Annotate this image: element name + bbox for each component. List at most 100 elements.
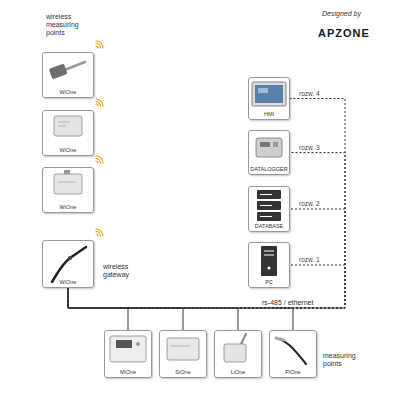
drive-bay bbox=[264, 255, 274, 256]
housing-detail bbox=[58, 182, 76, 183]
link-label: rozw. 4 bbox=[299, 90, 320, 97]
gateway-antenna bbox=[52, 247, 86, 282]
panel-frame bbox=[252, 82, 286, 106]
rack-unit bbox=[257, 190, 281, 199]
screen-widget bbox=[258, 88, 268, 93]
probe-housing bbox=[49, 64, 68, 80]
pc-tower bbox=[261, 246, 277, 276]
wifi-arc bbox=[96, 46, 98, 48]
device-box: PiOne bbox=[269, 330, 317, 378]
logger-port bbox=[273, 142, 278, 147]
bus-line bbox=[68, 308, 345, 309]
database-rack bbox=[257, 190, 281, 221]
network-link bbox=[68, 153, 345, 309]
device-box: DATABASE bbox=[248, 186, 290, 232]
wifi-arc bbox=[96, 234, 98, 236]
datalogger-device bbox=[256, 138, 282, 157]
device-name: WiOne bbox=[60, 147, 77, 153]
device-name: WiOne bbox=[60, 279, 77, 285]
device-name: SiOne bbox=[175, 369, 190, 375]
sensor-housing bbox=[54, 116, 82, 136]
device-name: HMI bbox=[264, 111, 274, 117]
power-button bbox=[268, 267, 271, 270]
probe-cable bbox=[276, 338, 306, 364]
wifi-arc bbox=[96, 102, 101, 107]
rack-slot bbox=[260, 194, 272, 195]
device-knob bbox=[136, 342, 140, 346]
wifi-symbol bbox=[96, 41, 103, 48]
rack-unit bbox=[257, 201, 281, 210]
wifi-symbol bbox=[96, 229, 103, 236]
wifi-symbols bbox=[96, 41, 103, 236]
device-box: MiOne bbox=[104, 330, 152, 378]
mione-device bbox=[110, 336, 146, 362]
wifi-arc bbox=[96, 159, 101, 164]
brand-mark: Designed by bbox=[322, 10, 392, 18]
device-box: WiOne bbox=[42, 110, 94, 156]
sione-device bbox=[167, 338, 199, 360]
annotation-label: wireless measuring points bbox=[46, 13, 84, 37]
housing-detail bbox=[58, 122, 70, 123]
drive-bay bbox=[264, 251, 274, 252]
sensor-housing bbox=[54, 174, 82, 194]
sensor-gland bbox=[64, 170, 70, 174]
device-box: LiOne bbox=[214, 330, 262, 378]
link-label: rozw. 1 bbox=[299, 256, 320, 263]
wione-sensor bbox=[54, 170, 82, 194]
device-box: DATALOGGER bbox=[248, 130, 290, 175]
brand-mark: APZONE bbox=[318, 27, 398, 39]
device-box: WiOne bbox=[42, 52, 94, 98]
network-link bbox=[68, 99, 345, 309]
network-link bbox=[68, 209, 345, 308]
wifi-arc bbox=[96, 229, 103, 236]
tower-case bbox=[261, 246, 277, 276]
rack-unit bbox=[257, 212, 281, 221]
device-housing bbox=[110, 336, 146, 362]
device-box: WiOne bbox=[42, 240, 94, 288]
device-name: PC bbox=[265, 279, 273, 285]
probe-tip bbox=[276, 338, 284, 340]
antenna-joint bbox=[68, 256, 72, 260]
lione-device bbox=[224, 334, 246, 362]
wifi-symbol bbox=[96, 99, 103, 106]
device-box: PC bbox=[248, 242, 290, 288]
wifi-arc bbox=[96, 99, 103, 106]
housing-detail bbox=[171, 346, 190, 347]
wifi-arc bbox=[96, 41, 103, 48]
wifi-arc bbox=[96, 44, 101, 49]
rack-slot bbox=[260, 205, 272, 206]
device-box: SiOne bbox=[159, 330, 207, 378]
device-name: MiOne bbox=[120, 369, 136, 375]
wifi-symbol bbox=[96, 156, 103, 163]
wifi-arc bbox=[96, 156, 103, 163]
wifi-arc bbox=[96, 232, 101, 237]
device-box: WiOne bbox=[42, 167, 94, 213]
wione-probe bbox=[49, 62, 85, 79]
rack-slot bbox=[260, 216, 272, 217]
panel-screen bbox=[255, 85, 283, 103]
annotation-label: measuring points bbox=[323, 352, 363, 368]
bus-drop bbox=[68, 288, 183, 330]
device-name: DATALOGGER bbox=[250, 166, 287, 172]
device-name: DATABASE bbox=[255, 223, 284, 229]
housing-detail bbox=[58, 126, 66, 127]
bus-drop bbox=[68, 288, 238, 330]
link-label: rozw. 3 bbox=[299, 144, 320, 151]
logger-housing bbox=[256, 138, 282, 157]
annotation-label: rs-485 / ethernet bbox=[262, 299, 342, 307]
device-name: WiOne bbox=[60, 89, 77, 95]
bus-drop bbox=[68, 288, 128, 330]
device-housing bbox=[224, 344, 246, 362]
pione-probe bbox=[276, 338, 306, 364]
device-box: HMI bbox=[248, 77, 290, 120]
wione-sensor bbox=[54, 116, 82, 136]
antenna-cable bbox=[52, 247, 86, 282]
device-display bbox=[116, 340, 132, 348]
link-label: rozw. 2 bbox=[299, 200, 320, 207]
wifi-arc bbox=[96, 104, 98, 106]
wifi-arc bbox=[96, 161, 98, 163]
device-name: LiOne bbox=[231, 369, 246, 375]
